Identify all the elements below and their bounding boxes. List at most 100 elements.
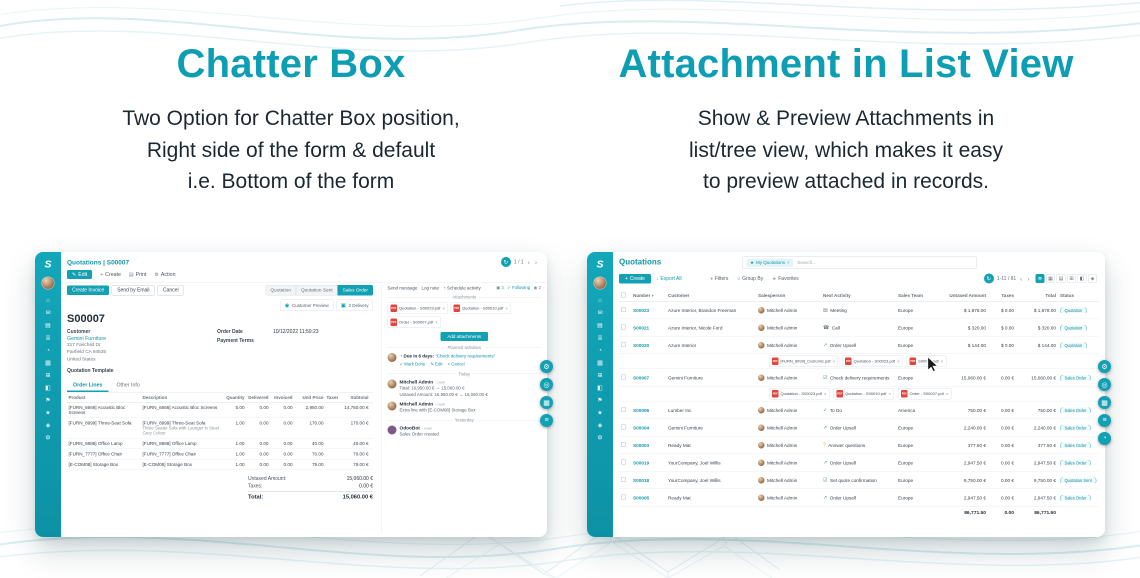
edge-menu-button[interactable]: ≡ bbox=[1098, 414, 1111, 427]
activity-summary[interactable]: “Check delivery requirements” bbox=[435, 353, 496, 359]
next-activity-cell[interactable]: ☑Check delivery requirements bbox=[823, 374, 890, 381]
list-col-sales-team[interactable]: Sales Team bbox=[898, 293, 923, 298]
activity-mark-done-link[interactable]: ✓ Mark Done bbox=[399, 361, 426, 367]
list-icon[interactable]: ≣ bbox=[45, 334, 51, 341]
home-icon[interactable]: ⌂ bbox=[46, 296, 50, 304]
send-by-email-button[interactable]: Send by Email bbox=[111, 285, 155, 296]
edge-gear-button[interactable]: ⚙ bbox=[1098, 360, 1111, 373]
schedule-activity-link[interactable]: ◔ Schedule activity bbox=[443, 285, 481, 291]
edge-clock-button[interactable]: ◔ bbox=[1098, 432, 1111, 445]
calendar-icon[interactable]: ▤ bbox=[597, 321, 603, 329]
next-activity-cell[interactable]: ☑Set quote confirmation bbox=[823, 477, 877, 483]
diamond-icon[interactable]: ◈ bbox=[45, 421, 51, 429]
attachment-chip[interactable]: PDFS00019.pdf× bbox=[906, 355, 947, 367]
list-col-next-activity[interactable]: Next Activity bbox=[823, 293, 851, 298]
grid-icon[interactable]: ▦ bbox=[45, 359, 51, 366]
order-line-row[interactable]: [E-COM08] Storage Box[E-COM08] Storage B… bbox=[67, 459, 373, 470]
view-diamond-icon[interactable]: ◈ bbox=[1088, 274, 1097, 283]
pivot-icon[interactable]: ⊞ bbox=[45, 371, 51, 379]
statusbar-quotation-sent[interactable]: Quotation Sent bbox=[295, 285, 338, 296]
star-icon[interactable]: ★ bbox=[45, 409, 51, 416]
remove-attachment-icon[interactable]: × bbox=[823, 391, 827, 397]
breadcrumb[interactable]: Quotations | S00007 bbox=[67, 258, 130, 266]
print-button[interactable]: ▤Print bbox=[128, 271, 147, 278]
flag-icon[interactable]: ⚑ bbox=[45, 396, 51, 404]
activity-edit-link[interactable]: ✎ Edit bbox=[430, 361, 443, 367]
remove-attachment-icon[interactable]: × bbox=[442, 305, 445, 311]
tab-other-info[interactable]: Other Info bbox=[116, 381, 140, 388]
cancel-button[interactable]: Cancel bbox=[157, 285, 185, 296]
edge-search-button[interactable]: ◎ bbox=[540, 378, 553, 391]
order-line-row[interactable]: [FURN_7777] Office Chair[FURN_7777] Offi… bbox=[67, 449, 373, 460]
edit-button[interactable]: ✎Edit bbox=[67, 270, 93, 279]
next-activity-cell[interactable]: ↗Order Upsell bbox=[823, 494, 857, 501]
order-col-product[interactable]: Product bbox=[68, 394, 86, 400]
order-col-taxes[interactable]: Taxes bbox=[326, 394, 339, 400]
select-all-checkbox[interactable] bbox=[619, 292, 631, 299]
customer-link[interactable]: Gemini Furniture bbox=[67, 335, 107, 342]
diamond-icon[interactable]: ◈ bbox=[597, 421, 603, 429]
order-line-row[interactable]: [FURN_6666] Acoustic Bloc Screens[FURN_6… bbox=[67, 402, 373, 418]
row-checkbox[interactable] bbox=[619, 342, 631, 348]
order-col-invoiced[interactable]: Invoiced bbox=[274, 394, 293, 400]
remove-attachment-icon[interactable]: × bbox=[435, 319, 438, 325]
chart-icon[interactable]: ◧ bbox=[45, 384, 51, 391]
list-col-number[interactable]: Number ▾ bbox=[633, 293, 654, 298]
edge-menu-button[interactable]: ≡ bbox=[540, 414, 553, 427]
attachment-count-button[interactable]: ▣ 3 bbox=[496, 285, 504, 290]
row-checkbox[interactable] bbox=[619, 374, 631, 381]
next-activity-cell[interactable]: ↗Order Upsell bbox=[823, 424, 857, 431]
home-icon[interactable]: ⌂ bbox=[598, 296, 602, 304]
filters-button[interactable]: ▾Filters bbox=[710, 275, 729, 282]
remove-attachment-icon[interactable]: × bbox=[897, 358, 900, 364]
attachment-chip[interactable]: PDF[FURN_8999]_Customiz.pdf× bbox=[769, 355, 839, 367]
remove-facet-icon[interactable]: × bbox=[787, 260, 790, 265]
log-note-link[interactable]: Log note bbox=[421, 285, 440, 291]
next-activity-cell[interactable]: ↗Order Upsell bbox=[823, 342, 857, 348]
app-logo[interactable]: S bbox=[596, 258, 604, 271]
row-checkbox[interactable] bbox=[619, 407, 631, 413]
view-calendar-icon[interactable]: ▤ bbox=[1056, 274, 1066, 283]
remove-attachment-icon[interactable]: × bbox=[832, 358, 836, 364]
clock-icon[interactable]: ◔ bbox=[598, 346, 602, 354]
clock-icon[interactable]: ◔ bbox=[46, 346, 50, 354]
follower-count[interactable]: ◉ 2 bbox=[533, 285, 541, 290]
list-col-untaxed-amount[interactable]: Untaxed Amount bbox=[949, 293, 986, 298]
user-avatar[interactable] bbox=[593, 276, 607, 290]
next-activity-cell[interactable]: ✓To Do bbox=[823, 407, 842, 413]
activity-cancel-link[interactable]: × Cancel bbox=[447, 361, 465, 367]
smart-button-2-delivery[interactable]: ▣2 Delivery bbox=[336, 299, 373, 311]
chart-icon[interactable]: ◧ bbox=[597, 384, 603, 391]
sync-button[interactable]: ↻ bbox=[500, 257, 511, 267]
order-col-description[interactable]: Description bbox=[142, 394, 168, 400]
remove-attachment-icon[interactable]: × bbox=[505, 305, 508, 311]
edge-grid-button[interactable]: ▦ bbox=[540, 396, 553, 409]
list-icon[interactable]: ≣ bbox=[597, 334, 603, 341]
grid-icon[interactable]: ▦ bbox=[597, 359, 603, 366]
list-col-salesperson[interactable]: Salesperson bbox=[758, 293, 786, 298]
order-col-delivered[interactable]: Delivered bbox=[248, 394, 269, 400]
edge-search-button[interactable]: ◎ bbox=[1098, 378, 1111, 391]
send-message-link[interactable]: Send message bbox=[387, 285, 418, 291]
pivot-icon[interactable]: ⊞ bbox=[597, 371, 603, 379]
order-line-row[interactable]: [FURN_8999] Three-Seat Sofa[FURN_8999] T… bbox=[67, 418, 373, 439]
create-invoice-button[interactable]: Create Invoice bbox=[67, 285, 110, 295]
gear-icon[interactable]: ⚙ bbox=[597, 434, 603, 441]
create-button[interactable]: +Create bbox=[619, 273, 651, 284]
row-checkbox[interactable] bbox=[619, 494, 631, 501]
row-checkbox[interactable] bbox=[619, 459, 631, 466]
row-checkbox[interactable] bbox=[619, 424, 631, 431]
remove-attachment-icon[interactable]: × bbox=[888, 391, 891, 397]
group-by-button[interactable]: ≡Group By bbox=[737, 275, 764, 282]
row-checkbox[interactable] bbox=[619, 477, 631, 483]
